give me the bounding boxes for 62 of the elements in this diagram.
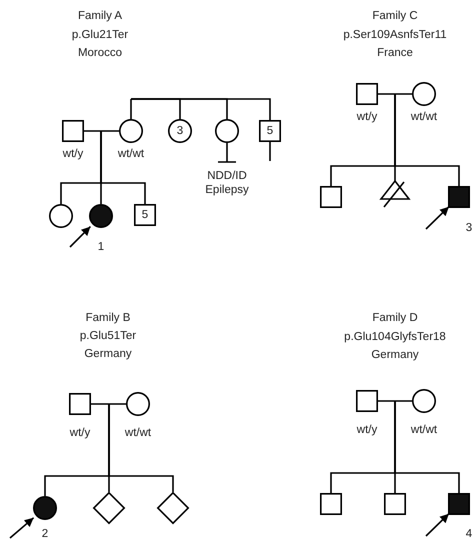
mating-line xyxy=(84,130,119,132)
country-label: France xyxy=(377,46,413,60)
proband-arrow xyxy=(425,206,450,230)
male-symbol xyxy=(356,83,378,105)
country-label: Germany xyxy=(84,347,132,361)
family-name: Family B xyxy=(86,311,130,325)
female-symbol xyxy=(412,389,436,413)
genotype-label: wt/wt xyxy=(124,426,152,440)
unknown-sex-symbol xyxy=(93,492,125,524)
pregnancy-loss-symbol xyxy=(380,181,410,207)
male-symbol xyxy=(320,493,342,515)
genotype-label: wt/y xyxy=(356,423,378,437)
genotype-label: wt/y xyxy=(62,147,84,161)
female-symbol xyxy=(119,119,143,143)
male-symbol: 5 xyxy=(259,120,281,142)
female-symbol xyxy=(49,204,73,228)
female-symbol xyxy=(126,392,150,416)
descent-line xyxy=(394,94,460,186)
descent-line xyxy=(100,131,146,204)
proband-number: 4 xyxy=(466,527,472,541)
family-name: Family C xyxy=(372,9,418,23)
male-symbol xyxy=(62,120,84,142)
variant-label: p.Glu51Ter xyxy=(80,329,136,343)
genotype-label: wt/wt xyxy=(118,147,144,161)
affected-female-symbol xyxy=(89,204,113,228)
descent-line xyxy=(108,404,174,492)
female-symbol xyxy=(412,82,436,106)
male-symbol xyxy=(356,390,378,412)
affected-male-symbol xyxy=(448,186,470,208)
genotype-label: wt/y xyxy=(356,110,378,124)
male-symbol xyxy=(320,186,342,208)
family-name: Family D xyxy=(372,311,418,325)
proband-number: 1 xyxy=(98,240,104,254)
family-name: Family A xyxy=(78,9,122,23)
variant-label: p.Glu21Ter xyxy=(72,28,128,42)
proband-arrow xyxy=(9,517,34,539)
proband-arrow xyxy=(425,513,450,537)
male-symbol xyxy=(69,393,91,415)
variant-label: p.Ser109AsnfsTer11 xyxy=(343,28,447,42)
genotype-label: wt/wt xyxy=(410,110,438,124)
descent-line xyxy=(394,401,460,493)
country-label: Germany xyxy=(371,348,419,362)
male-symbol: 5 xyxy=(134,204,156,226)
mating-line xyxy=(378,93,412,95)
proband-arrow xyxy=(69,226,91,248)
affected-female-symbol xyxy=(33,496,57,520)
female-symbol xyxy=(215,119,239,143)
genotype-label: wt/wt xyxy=(410,423,438,437)
genotype-label: wt/y xyxy=(70,426,90,440)
descent-line xyxy=(130,98,271,120)
country-label: Morocco xyxy=(78,46,122,60)
phenotype-label: NDD/ID Epilepsy xyxy=(204,169,250,197)
proband-number: 3 xyxy=(466,221,472,235)
male-symbol xyxy=(384,493,406,515)
mating-line xyxy=(378,400,412,402)
female-symbol: 3 xyxy=(168,119,192,143)
variant-label: p.Glu104GlyfsTer18 xyxy=(344,330,446,344)
affected-male-symbol xyxy=(448,493,470,515)
unknown-sex-symbol xyxy=(157,492,189,524)
descent-line xyxy=(130,98,132,119)
proband-number: 2 xyxy=(42,527,48,541)
mating-line xyxy=(91,403,126,405)
